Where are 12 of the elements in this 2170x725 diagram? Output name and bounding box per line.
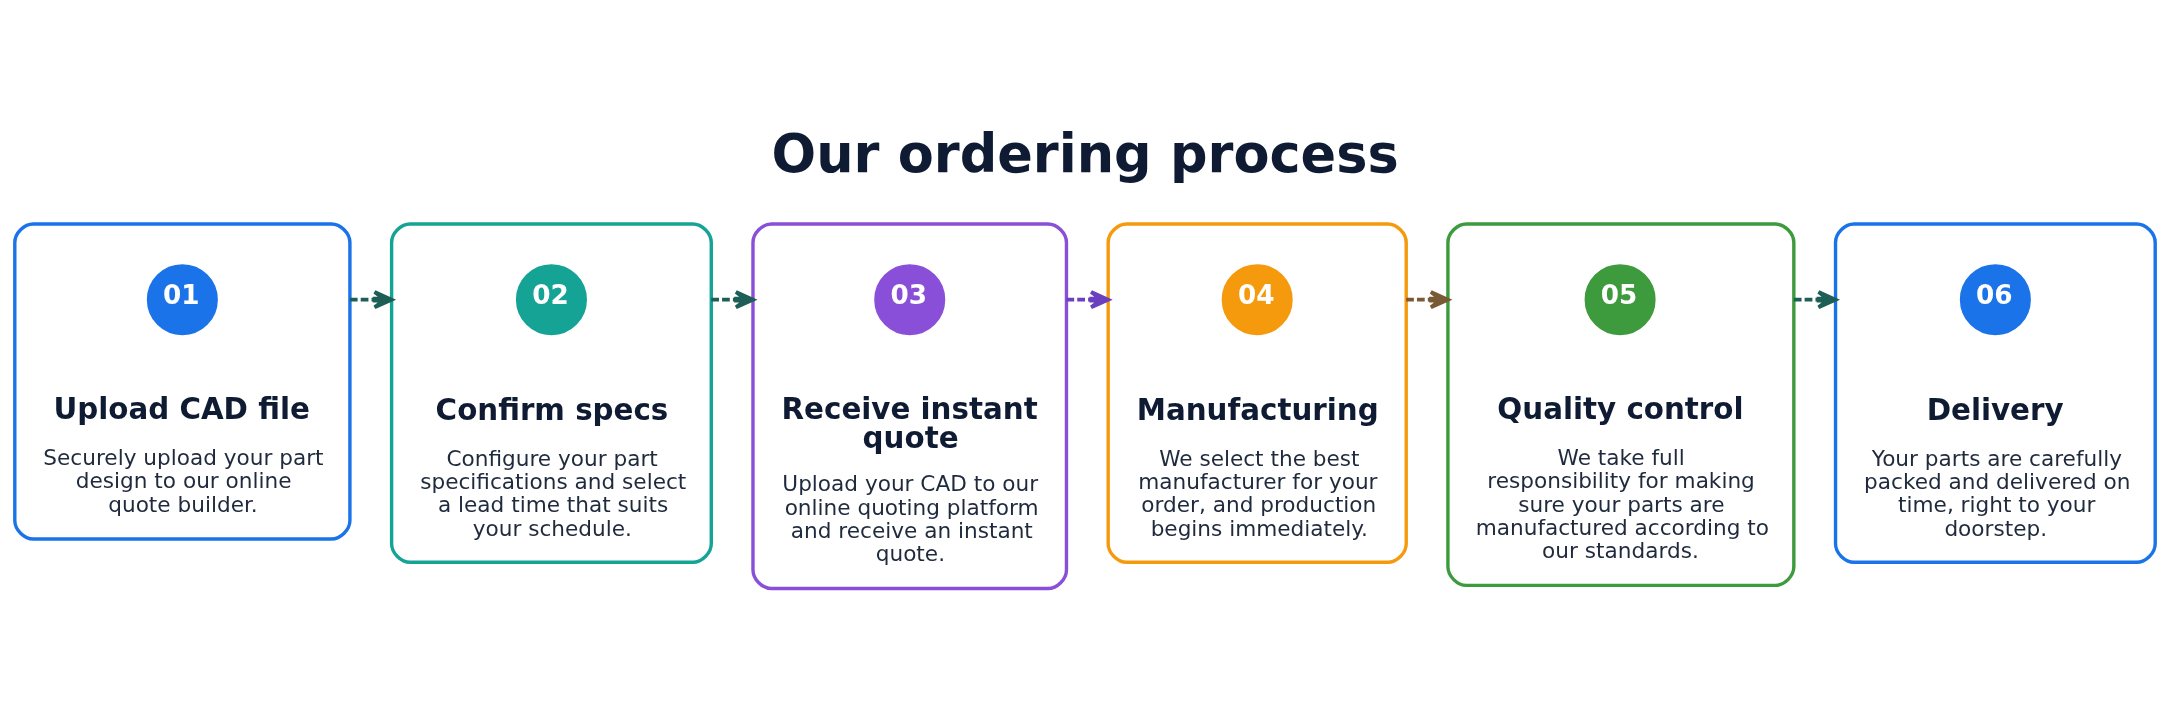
- arrow: [1066, 289, 1110, 309]
- arrow: [1406, 289, 1450, 309]
- arrow: [1793, 289, 1838, 309]
- node-circle: 06: [1959, 263, 2031, 335]
- arrow: [349, 289, 394, 309]
- node-circle: 05: [1584, 263, 1656, 335]
- node-circle: 02: [515, 263, 587, 335]
- node-circle: 01: [146, 263, 218, 335]
- node-circle: 04: [1221, 263, 1293, 335]
- node-circle: 03: [874, 263, 946, 335]
- diagram-title: Our ordering process: [771, 122, 1399, 184]
- arrow: [711, 289, 755, 309]
